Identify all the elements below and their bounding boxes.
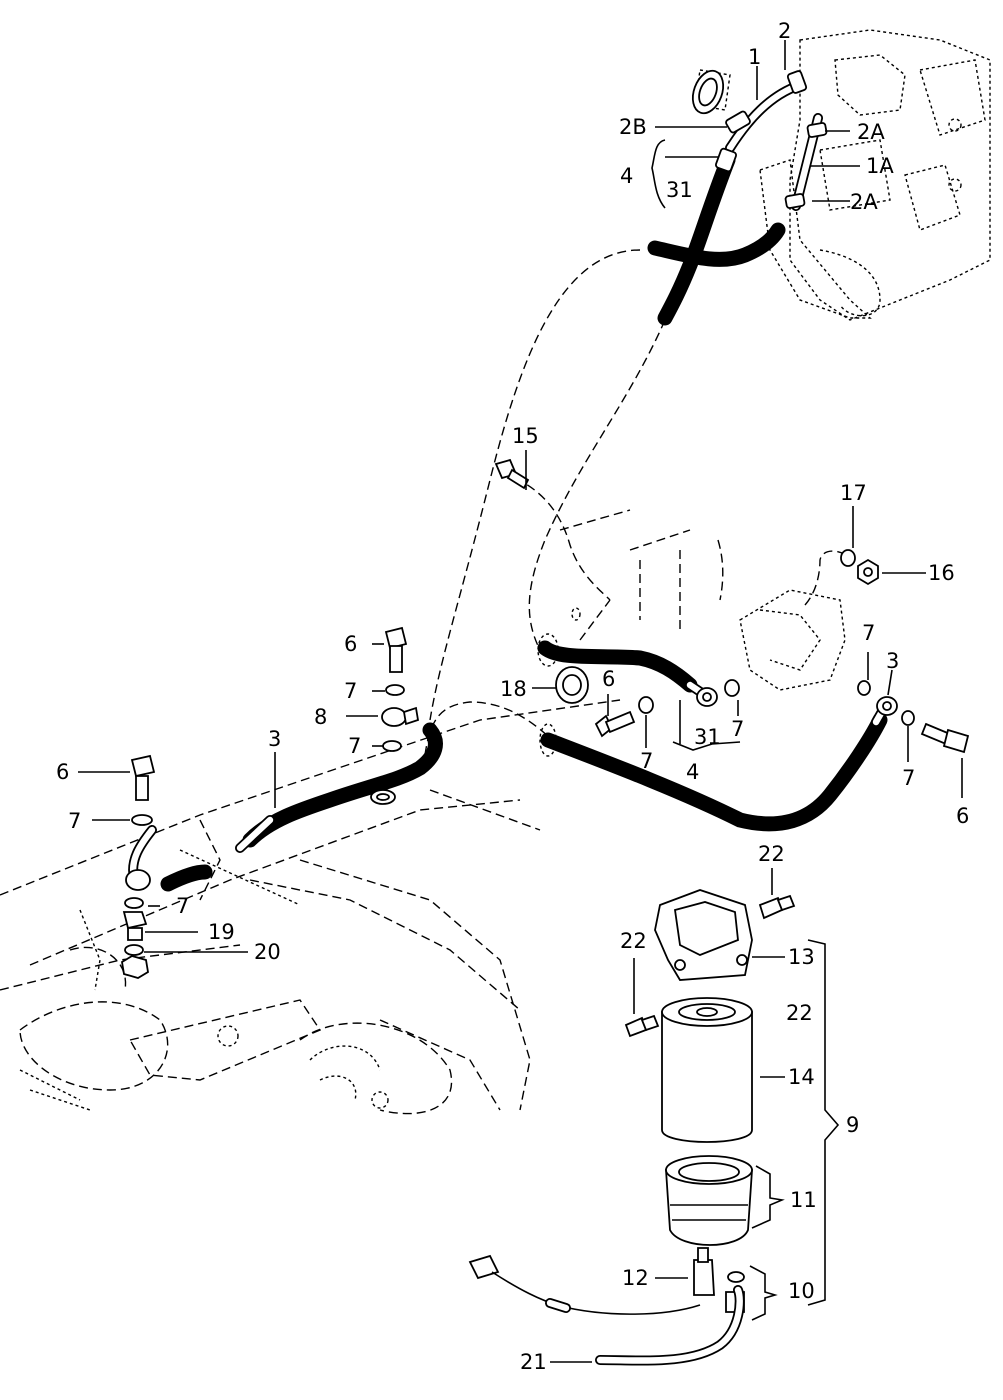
label-7-center-b: 7 <box>731 717 744 741</box>
label-2: 2 <box>778 19 791 43</box>
label-3-right: 3 <box>886 649 899 673</box>
label-17: 17 <box>840 481 867 505</box>
label-1a: 1A <box>866 154 894 178</box>
label-14: 14 <box>788 1065 815 1089</box>
label-22-a: 22 <box>758 842 785 866</box>
fuel-line-routing <box>424 249 849 756</box>
label-7-right-a: 7 <box>862 621 875 645</box>
part-number-labels: 1 2 2B 2A 1A 2A 4 31 15 17 16 6 7 8 7 3 … <box>56 19 969 1374</box>
fuel-filter-assembly <box>468 889 796 1366</box>
label-6-left: 6 <box>56 760 69 784</box>
label-19: 19 <box>208 920 235 944</box>
label-11: 11 <box>790 1188 817 1212</box>
label-4-top: 4 <box>620 164 633 188</box>
label-12: 12 <box>622 1266 649 1290</box>
label-7-mid-a: 7 <box>344 679 357 703</box>
vehicle-body-outline <box>0 29 991 1115</box>
label-7-mid-b: 7 <box>348 734 361 758</box>
label-6-mid: 6 <box>344 632 357 656</box>
label-7-center-a: 7 <box>640 749 653 773</box>
label-22-b: 22 <box>620 929 647 953</box>
label-7-left-a: 7 <box>68 809 81 833</box>
label-9: 9 <box>846 1113 859 1137</box>
label-31-center: 31 <box>694 725 721 749</box>
label-10: 10 <box>788 1279 815 1303</box>
label-3-left: 3 <box>268 727 281 751</box>
label-2a-top: 2A <box>857 120 885 144</box>
upper-fuel-hose <box>647 69 828 326</box>
label-6-right: 6 <box>956 804 969 828</box>
label-2a-bottom: 2A <box>850 190 878 214</box>
label-21: 21 <box>520 1350 547 1374</box>
label-15: 15 <box>512 424 539 448</box>
left-hose-assembly <box>121 626 443 979</box>
label-13: 13 <box>788 945 815 969</box>
label-22-c: 22 <box>786 1001 813 1025</box>
label-31-top: 31 <box>666 178 693 202</box>
label-16: 16 <box>928 561 955 585</box>
label-8: 8 <box>314 705 327 729</box>
label-2b: 2B <box>619 115 647 139</box>
label-1: 1 <box>748 45 761 69</box>
middle-fuel-hose <box>494 458 740 738</box>
label-7-right-b: 7 <box>902 766 915 790</box>
label-18: 18 <box>500 677 527 701</box>
label-6-center: 6 <box>602 667 615 691</box>
label-7-left-b: 7 <box>176 894 189 918</box>
label-20: 20 <box>254 940 281 964</box>
leader-lines <box>78 40 963 1363</box>
label-4-center: 4 <box>686 760 699 784</box>
lower-right-hose <box>539 549 970 832</box>
